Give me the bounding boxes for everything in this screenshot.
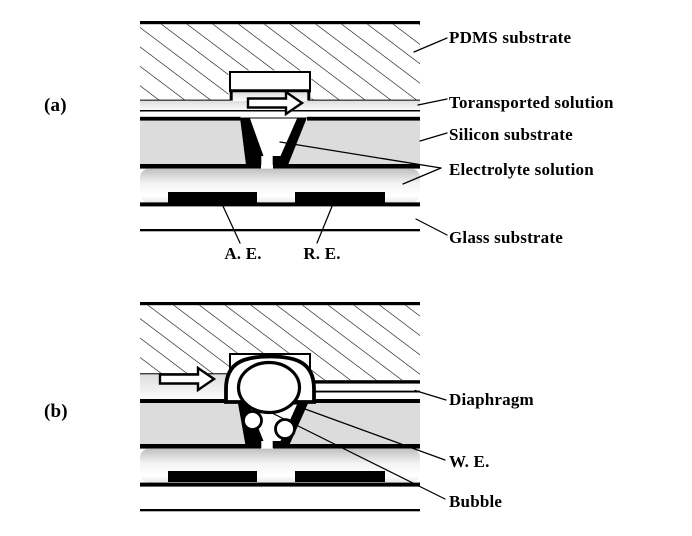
panel-a-drawing (140, 21, 448, 244)
flow-arrow-icon-b (158, 365, 217, 393)
panel-b-tag: (b) (44, 401, 68, 422)
label-transported-solution: Toransported solution (449, 93, 614, 112)
pdms-top-edge (140, 21, 420, 25)
panel-b-leader-lines (269, 389, 447, 500)
glass-bottom-edge (140, 229, 420, 232)
label-bubble: Bubble (449, 492, 503, 511)
label-electrolyte-solution: Electrolyte solution (449, 160, 594, 179)
flow-arrow-icon (246, 89, 305, 117)
glass-bottom-edge-b (140, 509, 420, 512)
large-bubble (236, 360, 302, 415)
reference-electrode (295, 192, 385, 203)
electrode-right-b (295, 471, 385, 482)
label-anode-electrode: A. E. (224, 244, 262, 263)
label-reference-electrode: R. E. (303, 244, 341, 263)
electrode-left-b (168, 471, 257, 482)
small-bubble-left (242, 410, 263, 431)
pdms-top-edge-b (140, 302, 420, 306)
label-diaphragm: Diaphragm (449, 390, 534, 409)
panel-a-leader-lines (221, 37, 448, 244)
panel-a-tag: (a) (44, 95, 67, 116)
anode-electrode (168, 192, 257, 203)
valve-nozzle-b (261, 441, 273, 449)
label-silicon-substrate: Silicon substrate (449, 125, 573, 144)
pdms-recess (229, 71, 311, 92)
panel-b-drawing (140, 302, 447, 512)
label-glass-substrate: Glass substrate (449, 228, 563, 247)
valve-nozzle (261, 156, 273, 169)
label-pdms-substrate: PDMS substrate (449, 28, 572, 47)
label-working-electrode: W. E. (449, 452, 490, 471)
